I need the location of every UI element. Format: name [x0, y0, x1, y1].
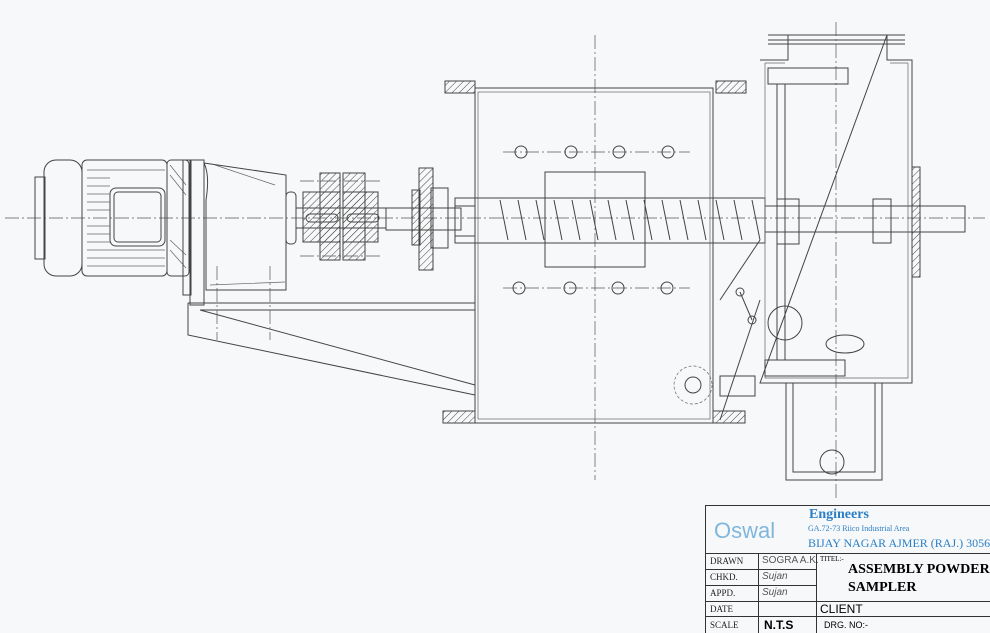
date-label: DATE: [710, 604, 733, 614]
hopper-body: [442, 35, 747, 480]
checked-row: CHKD. Sujan: [706, 570, 816, 586]
approved-label: APPD.: [710, 588, 736, 598]
company-address-line1: GA.72-73 Riico Industrial Area: [808, 524, 910, 533]
date-row: DATE CLIENT: [706, 602, 990, 617]
title-block: Oswal Engineers GA.72-73 Riico Industria…: [705, 505, 990, 633]
approved-row: APPD. Sujan: [706, 586, 990, 602]
bearing-housing: [385, 167, 476, 271]
column-divider: [758, 554, 759, 633]
drawn-value: SOGRA A.K.: [762, 555, 819, 566]
sampler-housing: [673, 22, 921, 500]
scale-value: N.T.S: [764, 618, 794, 632]
company-name: Engineers: [809, 507, 869, 522]
checked-label: CHKD.: [710, 572, 738, 582]
gearbox: [182, 159, 297, 306]
flexible-coupling: [295, 172, 387, 261]
scale-row: SCALE N.T.S DRG. NO:-: [706, 617, 990, 633]
company-logo: Oswal: [714, 518, 776, 543]
title-label: TITEL:-: [820, 555, 844, 563]
approved-signature: Sujan: [762, 587, 788, 598]
drawn-row: DRAWN SOGRA A.K.: [706, 554, 819, 570]
scale-label: SCALE: [710, 620, 739, 630]
drawing-title-line2: SAMPLER: [848, 580, 917, 595]
drawn-label: DRAWN: [710, 556, 744, 566]
column-divider: [816, 554, 817, 633]
checked-signature: Sujan: [762, 571, 788, 582]
drawing-title-line1: ASSEMBLY POWDER: [848, 562, 990, 577]
drawing-number-label: DRG. NO:-: [824, 620, 868, 630]
electric-motor: [34, 159, 190, 277]
company-header: Oswal Engineers GA.72-73 Riico Industria…: [706, 506, 990, 554]
client-label: CLIENT: [820, 602, 863, 616]
company-address-line2: BIJAY NAGAR AJMER (RAJ.) 305624: [808, 536, 990, 550]
base-frame: [187, 266, 476, 396]
